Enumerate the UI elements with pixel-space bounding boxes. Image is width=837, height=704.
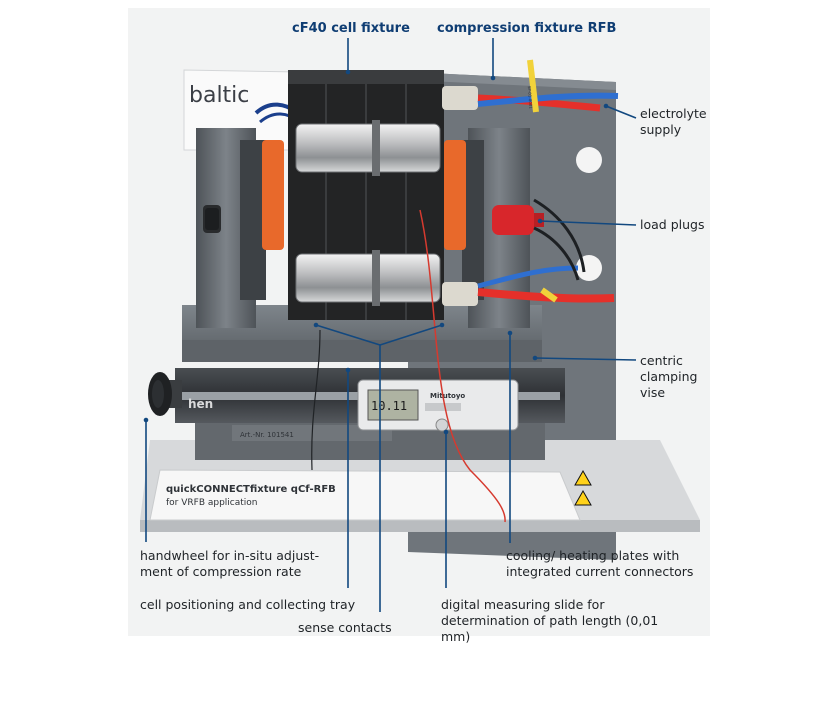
upper-clamp — [295, 120, 441, 176]
digital-caliper: 10.11 Mitutoyo — [357, 379, 519, 432]
label-load-plugs: load plugs — [640, 217, 705, 232]
hose-fittings — [442, 86, 478, 306]
cables — [533, 198, 586, 281]
leader-lines — [143, 38, 637, 612]
info-plate-line1: quickCONNECTfixture qCf-RFB — [166, 484, 336, 495]
gauge-brand: Mitutoyo — [430, 392, 465, 400]
slide-brand: hen — [188, 397, 213, 411]
label-positioning-tray: cell positioning and collecting tray — [140, 597, 356, 612]
label-cooling-plates: cooling/ heating plates with integrated … — [506, 548, 694, 579]
label-electrolyte-supply: electrolyte supply — [640, 106, 707, 137]
left-connector — [205, 208, 219, 230]
article-number: Art.-Nr. 101541 — [240, 431, 294, 439]
handwheel — [148, 372, 182, 416]
label-centric-vise: centric clamping vise — [640, 353, 698, 400]
brand-logo-text: baltic — [189, 83, 249, 108]
label-sense-contacts: sense contacts — [298, 620, 392, 635]
base-plate: quickCONNECTfixture qCf-RFB for VRFB app… — [140, 440, 700, 532]
info-plate-line2: for VRFB application — [166, 498, 258, 508]
label-digital-slide: digital measuring slide for determinatio… — [441, 597, 659, 644]
heating-plates — [262, 140, 466, 250]
hose-tag: SP-01-0001 — [527, 86, 534, 110]
label-cell-fixture: cF40 cell fixture — [292, 21, 410, 36]
hoses: SP-01-0001 — [477, 59, 619, 303]
lcd-readout: 10.11 — [371, 399, 407, 413]
sense-wires — [311, 209, 506, 523]
lower-clamp — [295, 250, 441, 306]
label-compression-fixture: compression fixture RFB — [437, 21, 617, 36]
label-handwheel: handwheel for in-situ adjust- ment of co… — [140, 548, 320, 579]
